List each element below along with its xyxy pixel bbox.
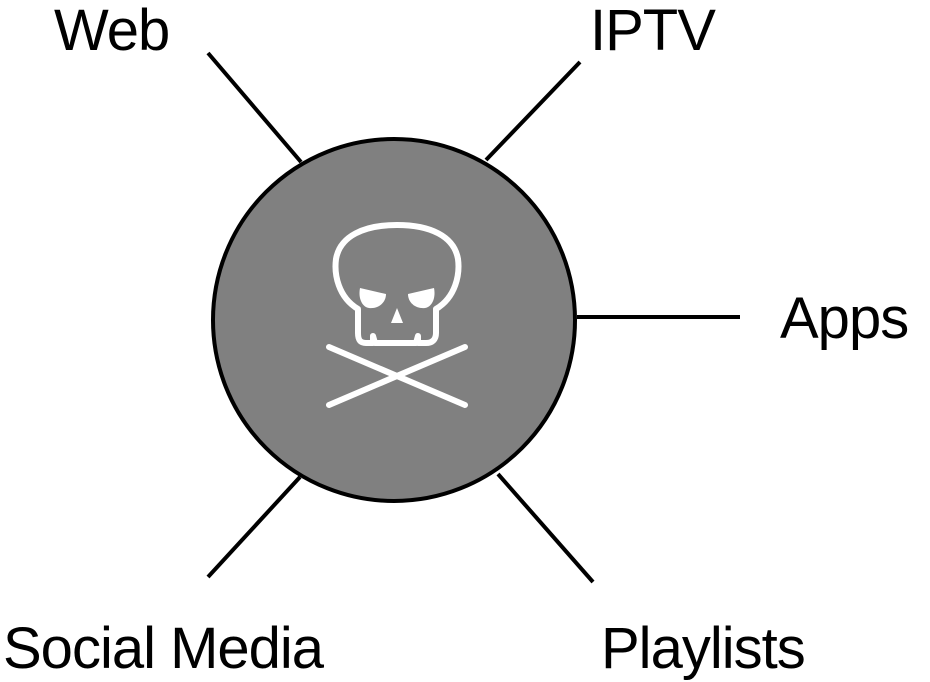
connector-iptv bbox=[484, 60, 582, 162]
connector-playlists bbox=[496, 472, 595, 584]
label-social-media: Social Media bbox=[3, 616, 324, 681]
label-playlists: Playlists bbox=[601, 616, 806, 681]
label-apps: Apps bbox=[780, 286, 909, 351]
label-iptv: IPTV bbox=[590, 0, 716, 63]
label-web: Web bbox=[54, 0, 170, 63]
connector-web bbox=[206, 51, 303, 164]
connector-social-media bbox=[206, 475, 302, 579]
skull-face bbox=[359, 288, 435, 323]
skull-and-crossbones-icon bbox=[326, 222, 468, 408]
